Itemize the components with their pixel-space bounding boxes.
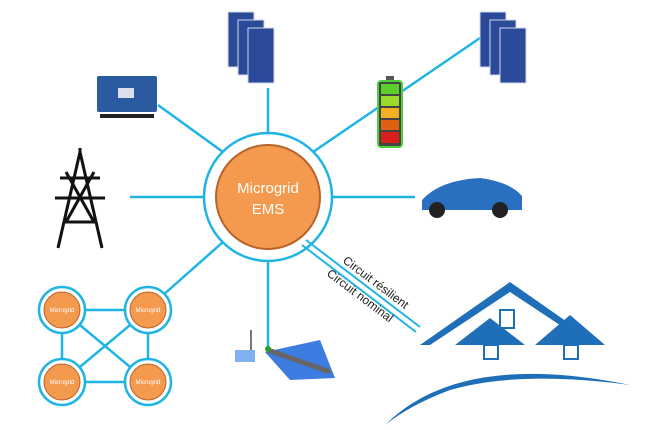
microgrid-node[interactable]: Microgrid (123, 357, 173, 407)
houses-icon (385, 282, 630, 425)
electric-car-icon (422, 178, 522, 218)
battery-icon (377, 76, 403, 148)
ems-label-2: EMS (252, 201, 285, 218)
dual-circuit (301, 239, 421, 333)
microgrid-node[interactable]: Microgrid (37, 357, 87, 407)
microgrid-node-label: Microgrid (50, 380, 75, 386)
microgrid-node-label: Microgrid (136, 308, 161, 314)
microgrid-node-label: Microgrid (136, 380, 161, 386)
solar-panel-icon (227, 11, 275, 84)
generator-icon (97, 76, 157, 118)
ems-ring (202, 131, 334, 263)
microgrid-node[interactable]: Microgrid (37, 285, 87, 335)
power-pylon-icon (55, 148, 105, 249)
ems-label-1: Microgrid (237, 180, 299, 197)
microgrid-node[interactable]: Microgrid (123, 285, 173, 335)
microgrid-node-label: Microgrid (50, 308, 75, 314)
ems-node[interactable] (215, 144, 321, 250)
solar-panel-icon (479, 11, 527, 84)
hydro-turbine-icon (235, 330, 335, 380)
